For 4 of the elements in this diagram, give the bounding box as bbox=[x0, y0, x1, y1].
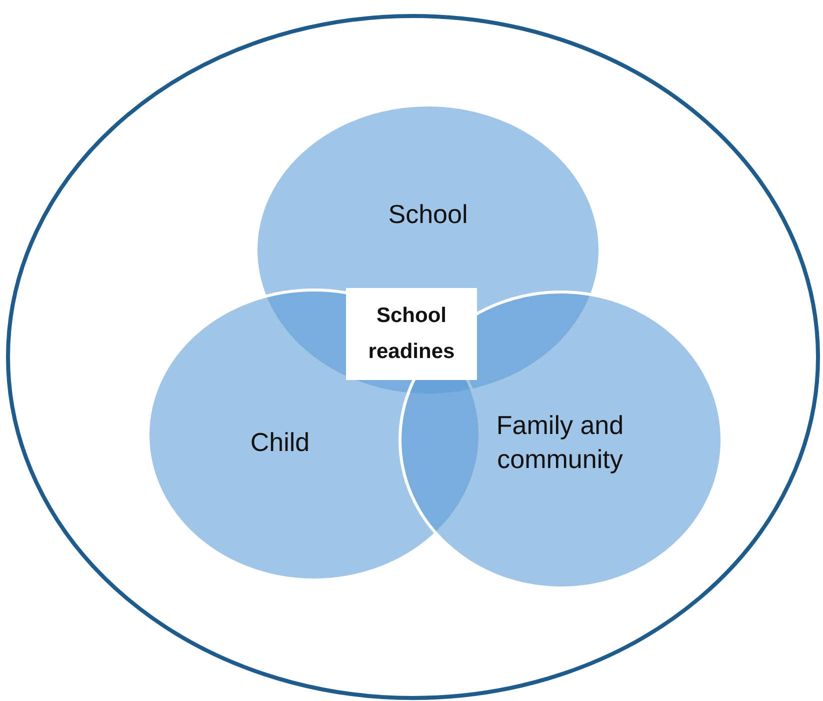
circle-label: School bbox=[387, 198, 469, 231]
circle-label: Child bbox=[249, 426, 311, 459]
center-label: School readines bbox=[346, 288, 477, 380]
circle-label: Family and community bbox=[495, 409, 625, 476]
